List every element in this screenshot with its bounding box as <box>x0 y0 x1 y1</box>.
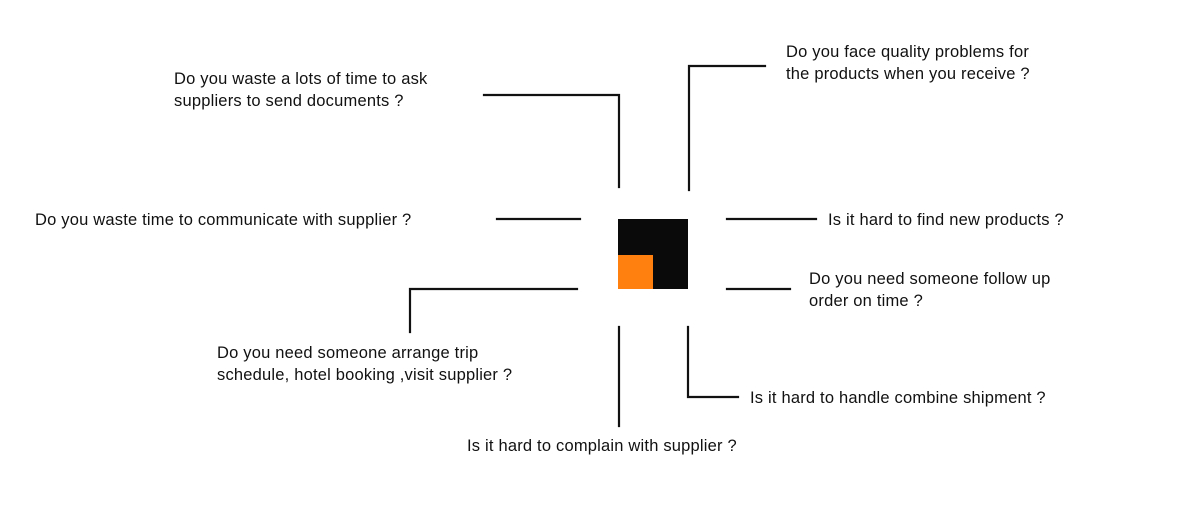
question-trip-line: Do you need someone arrange trip <box>217 344 479 362</box>
question-documents-line: Do you waste a lots of time to ask <box>174 70 428 88</box>
question-quality: Do you face quality problems for the pro… <box>786 41 1030 85</box>
question-documents: Do you waste a lots of time to ask suppl… <box>174 68 428 112</box>
connector-trip <box>408 287 579 334</box>
question-trip: Do you need someone arrange trip schedul… <box>217 342 512 386</box>
center-logo-orange-square <box>618 255 653 289</box>
question-shipment: Is it hard to handle combine shipment ? <box>750 387 1046 409</box>
center-logo-box <box>618 219 688 289</box>
question-follow-up-line: Do you need someone follow up <box>809 270 1051 288</box>
question-new-products-line: Is it hard to find new products ? <box>828 211 1064 229</box>
question-new-products: Is it hard to find new products ? <box>828 209 1064 231</box>
question-shipment-line: Is it hard to handle combine shipment ? <box>750 389 1046 407</box>
question-trip-line: schedule, hotel booking ,visit supplier … <box>217 366 513 384</box>
question-quality-line: Do you face quality problems for <box>786 43 1030 61</box>
question-quality-line: the products when you receive ? <box>786 65 1030 83</box>
question-communicate-line: Do you waste time to communicate with su… <box>35 211 412 229</box>
question-follow-up: Do you need someone follow up order on t… <box>809 268 1051 312</box>
question-communicate: Do you waste time to communicate with su… <box>35 209 411 231</box>
connector-documents <box>482 93 621 189</box>
connector-shipment <box>686 325 740 399</box>
connector-quality <box>687 64 767 192</box>
question-documents-line: suppliers to send documents ? <box>174 92 404 110</box>
question-complain: Is it hard to complain with supplier ? <box>467 435 737 457</box>
question-follow-up-line: order on time ? <box>809 292 923 310</box>
question-complain-line: Is it hard to complain with supplier ? <box>467 437 737 455</box>
